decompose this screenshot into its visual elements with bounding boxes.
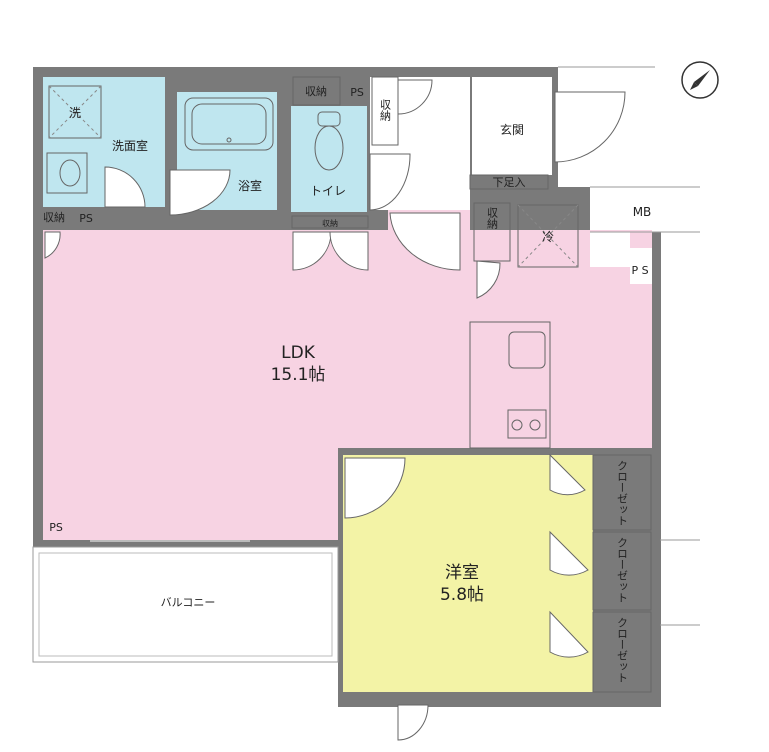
storage-small-label: 収納 [322, 218, 338, 228]
mb-label: MB [633, 205, 652, 219]
ldk-name: LDK [281, 343, 316, 363]
toilet-door [369, 153, 411, 211]
washroom-ps-door [44, 231, 61, 259]
fridge-label: 冷 [542, 230, 554, 244]
compass-north-icon [681, 61, 719, 99]
hall-storage-door [476, 260, 501, 299]
closet-3-label: クローゼット [616, 617, 629, 683]
balcony [32, 546, 339, 663]
balcony-name: バルコニー [161, 596, 216, 609]
storage-small [291, 215, 369, 229]
storage-hall [473, 202, 511, 262]
ldk-room [43, 230, 338, 540]
hall-door [389, 212, 461, 271]
ps-wash-label: PS [79, 212, 93, 225]
window-door [397, 704, 429, 741]
entrance-area [472, 77, 552, 175]
ps-bottom-label: PS [49, 521, 63, 534]
washroom [43, 77, 165, 207]
closet-3 [592, 611, 652, 693]
stove-burner-icon [511, 419, 523, 431]
fridge-space [517, 204, 579, 268]
ldk-size: 15.1帖 [271, 365, 326, 385]
entrance-door [554, 91, 626, 163]
western-room-name: 洋室 [445, 563, 479, 583]
closet-door-2 [549, 530, 589, 576]
storage-top [292, 76, 341, 106]
kitchen-sink-icon [508, 331, 546, 369]
western-room-size: 5.8帖 [440, 585, 484, 605]
storage-door-2 [329, 231, 369, 271]
bathtub-icon [184, 97, 274, 151]
hallway-door-top [397, 79, 433, 115]
washroom-name: 洗面室 [112, 138, 148, 153]
toilet-name: トイレ [310, 184, 346, 198]
bath-door [169, 169, 231, 216]
closet-1-label: クローゼット [616, 460, 629, 526]
wash-basin-icon [46, 152, 88, 194]
closet-door-1 [549, 453, 586, 496]
washroom-door [104, 166, 146, 208]
closet-2 [592, 531, 652, 611]
stove-burner-icon-2 [529, 419, 541, 431]
ps-top-label: PS [350, 86, 364, 99]
shoe-cabinet [469, 174, 549, 190]
storage-top-label: 収納 [305, 85, 327, 98]
closet-door-3 [549, 610, 589, 658]
kitchen-counter [469, 321, 551, 449]
toilet-room [291, 106, 367, 212]
ps-right-label: P S [631, 264, 648, 277]
storage-vertical-label: 収納 [379, 99, 392, 122]
entrance-name: 玄関 [500, 122, 524, 137]
western-room-door [344, 457, 406, 519]
storage-wash-label: 収納 [43, 211, 65, 224]
washer-space [48, 85, 102, 139]
shoe-cabinet-label: 下足入 [493, 176, 526, 189]
closet-2-label: クローゼット [616, 537, 629, 603]
washer-label: 洗 [69, 106, 81, 120]
storage-hall-label: 収納 [486, 207, 499, 230]
closet-1 [592, 454, 652, 531]
bath-name: 浴室 [238, 178, 262, 193]
